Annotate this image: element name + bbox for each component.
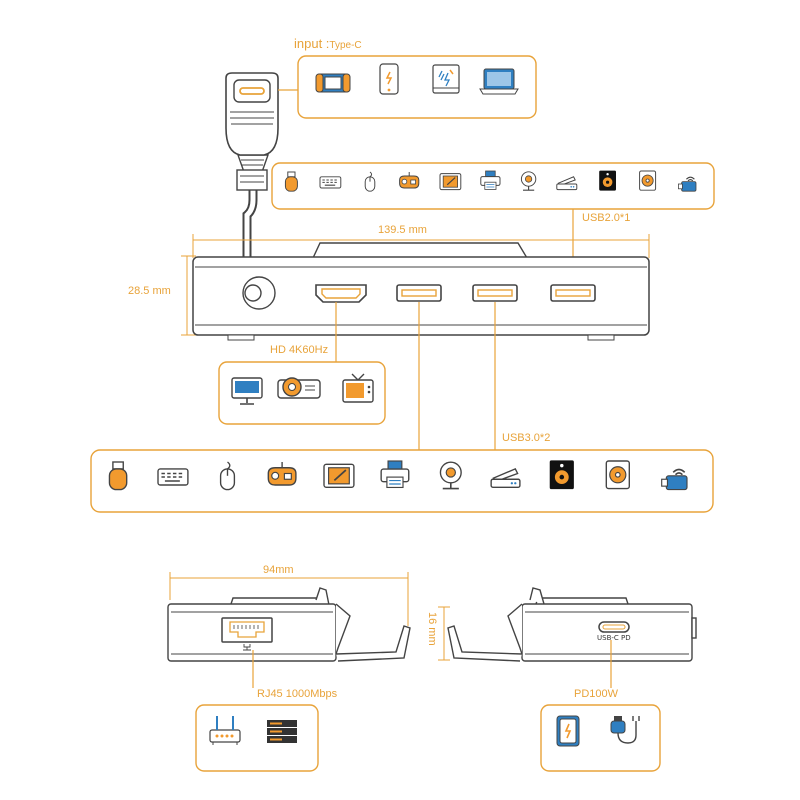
input-label: input :Type-C (294, 36, 362, 51)
usb2-port (550, 284, 596, 302)
tablet-icon (432, 64, 460, 94)
pd-label: PD100W (574, 688, 619, 700)
usb3-connector (418, 302, 496, 450)
keyboard-icon (319, 176, 342, 189)
keyboard-icon (157, 468, 189, 486)
hub-side-view-right (447, 587, 697, 662)
width-dimension-side (169, 572, 409, 626)
usb3-label: USB3.0*2 (502, 432, 551, 444)
input-panel (297, 55, 537, 119)
speaker-icon (549, 460, 574, 490)
usb3-port-2 (472, 284, 518, 302)
input-label-main: input : (294, 36, 330, 51)
height-dimension-front (181, 255, 196, 336)
width-top-label: 139.5 mm (378, 224, 427, 236)
hard-drive-icon (605, 460, 630, 490)
hard-drive-icon (639, 170, 657, 191)
projector-icon (277, 377, 321, 399)
phone-icon (379, 63, 399, 95)
height-dimension-side (438, 606, 450, 661)
lan-icon (243, 644, 251, 651)
input-label-type: Type-C (329, 40, 362, 51)
game-console-icon (315, 73, 351, 93)
drawing-tablet-icon (323, 463, 355, 489)
width-side-label: 94mm (263, 564, 294, 576)
width-dimension-top (192, 234, 650, 258)
height-front-label: 28.5 mm (128, 285, 171, 297)
typec-cable (225, 72, 279, 297)
usb3-port-1 (396, 284, 442, 302)
hdmi-port (315, 284, 367, 303)
height-side-label: 16 mm (426, 612, 438, 646)
drawing-tablet-icon (439, 172, 462, 191)
rj45-port (221, 617, 273, 643)
usbc-pd-port-label: USB-C PD (597, 634, 631, 642)
hub-side-view-left (167, 587, 411, 662)
power-bank-icon (556, 715, 580, 747)
laptop-icon (479, 68, 519, 95)
hdmi-label: HD 4K60Hz (270, 344, 329, 356)
rj45-label: RJ45 1000Mbps (257, 688, 338, 700)
speaker-icon (599, 170, 617, 191)
usb2-label: USB2.0*1 (582, 212, 631, 224)
server-icon (266, 719, 298, 744)
